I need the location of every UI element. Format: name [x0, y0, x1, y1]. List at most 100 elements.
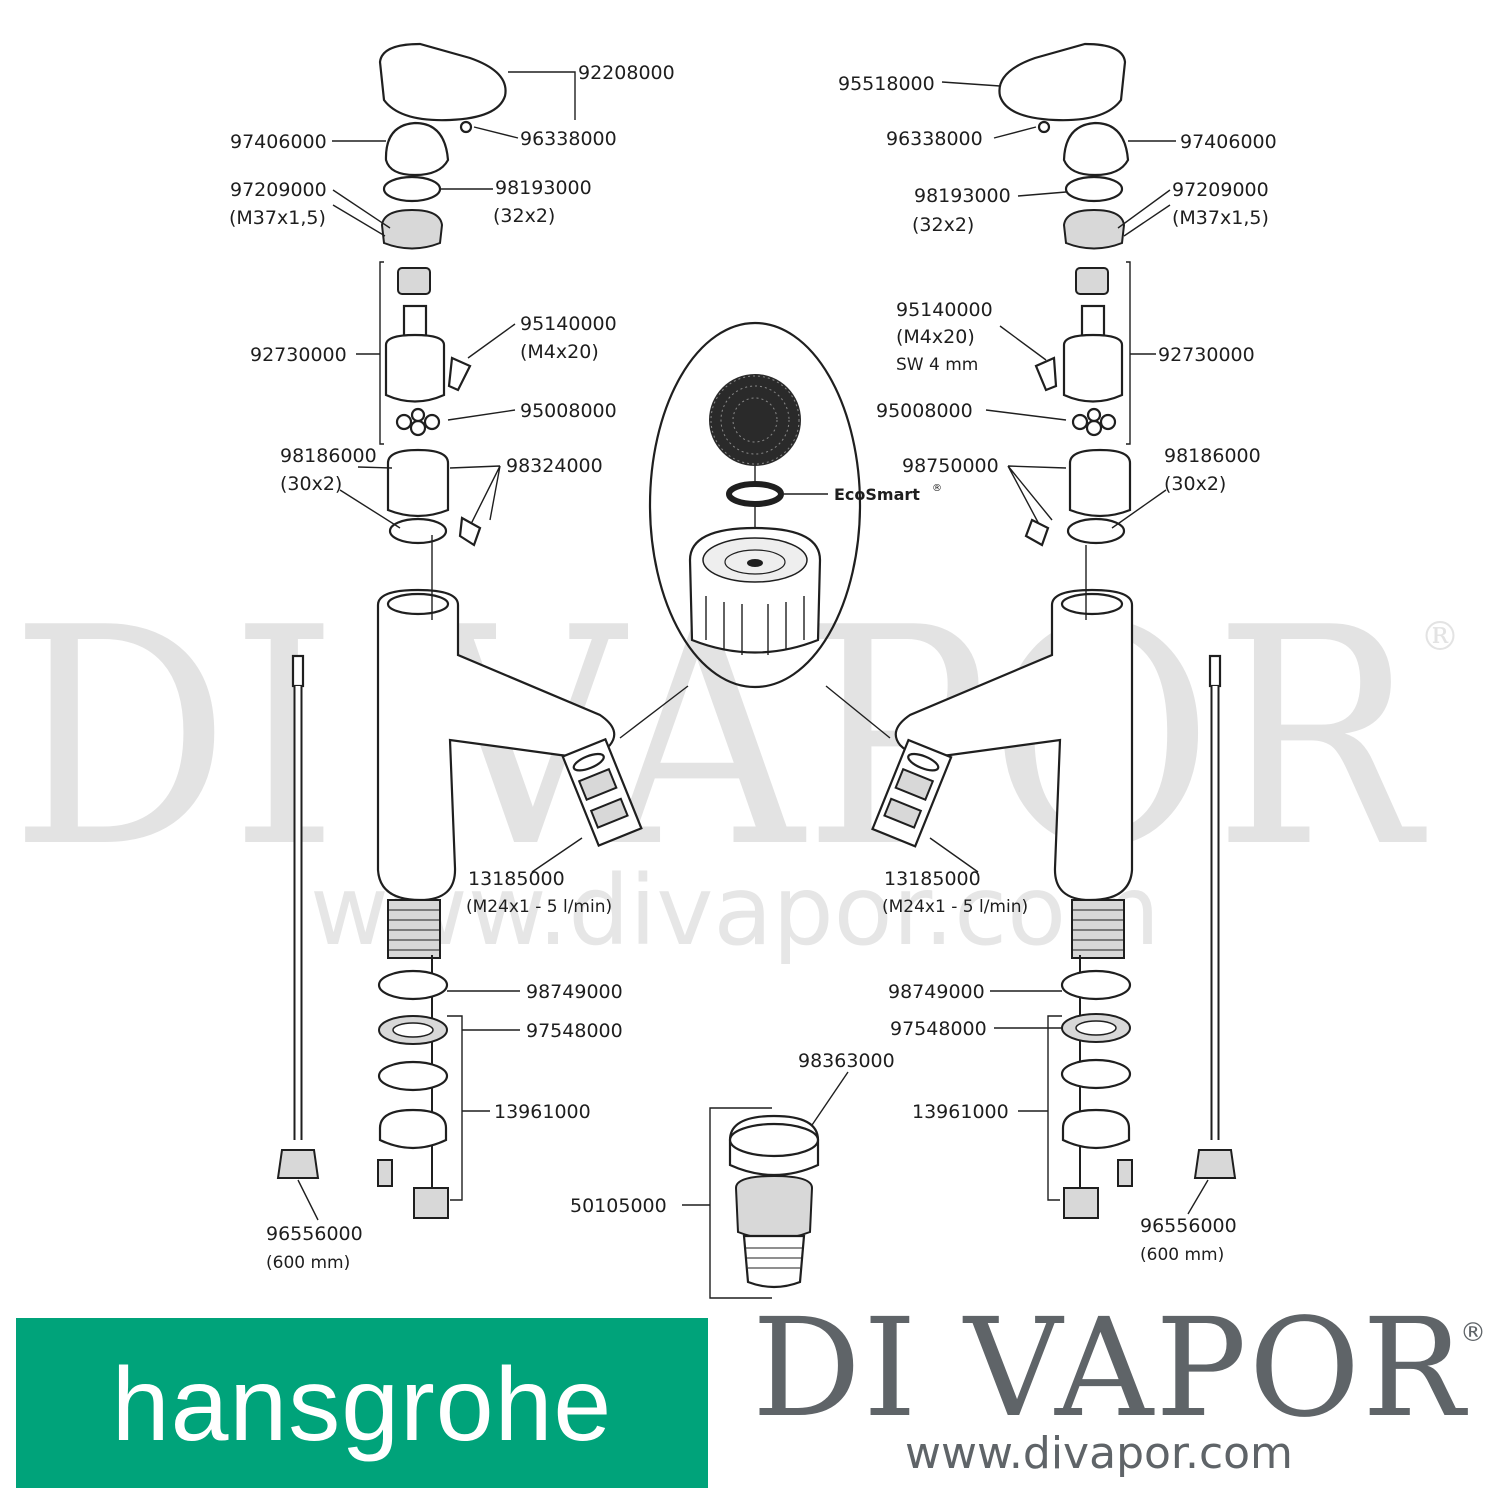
ecosmart-label: EcoSmart [834, 485, 920, 504]
left-fixing-nut [413, 1187, 449, 1219]
label-right-handle: 95518000 [838, 73, 935, 95]
right-seals [1071, 407, 1117, 437]
label-right-seals: 95008000 [876, 400, 973, 422]
left-fixing-screw [377, 1159, 393, 1187]
waste-thread [742, 1234, 806, 1289]
detail-ellipse [648, 321, 862, 689]
label-right-washer1: 98749000 [888, 981, 985, 1003]
label-left-washer2: 97548000 [526, 1020, 623, 1042]
label-right-oring-size: (32x2) [912, 214, 974, 236]
right-grub-screw [1037, 120, 1051, 134]
right-fixing-screw [1117, 1159, 1133, 1187]
left-labels: 92208000 96338000 97406000 97209000 (M37… [229, 62, 675, 1273]
label-waste: 50105000 [570, 1195, 667, 1217]
label-left-nut-size: (M37x1,5) [229, 207, 326, 229]
left-seals [395, 407, 441, 437]
left-handle [378, 42, 507, 122]
right-labels: 95518000 96338000 97406000 98193000 (32x… [838, 73, 1277, 1265]
label-left-nut: 97209000 [230, 179, 327, 201]
left-assembly [276, 42, 689, 1221]
label-left-oring-size: (32x2) [493, 205, 555, 227]
left-valve-block [386, 448, 450, 518]
left-cover-cap [384, 121, 450, 177]
right-oring-32x2 [1064, 175, 1124, 203]
left-oring-32x2 [382, 175, 442, 203]
right-spline-adapter [1075, 267, 1109, 295]
left-washer-98749000 [377, 969, 449, 1001]
label-right-oring: 98193000 [914, 185, 1011, 207]
label-left-fixing: 13961000 [494, 1101, 591, 1123]
label-right-oring2: 98186000 [1164, 445, 1261, 467]
label-right-screw: 95140000 [896, 299, 993, 321]
left-oring-30x2 [388, 517, 448, 545]
label-left-oring: 98193000 [495, 177, 592, 199]
label-right-aerator: 13185000 [884, 868, 981, 890]
label-left-grub: 96338000 [520, 128, 617, 150]
label-left-hose-size: (600 mm) [266, 1253, 350, 1273]
right-screw [1034, 356, 1058, 392]
right-threaded-shank [1071, 899, 1125, 959]
ecosmart-mark: ® [932, 483, 942, 494]
pop-up-waste: 98363000 50105000 [570, 1050, 895, 1299]
label-left-washer1: 98749000 [526, 981, 623, 1003]
left-cartridge-spindle [402, 304, 428, 340]
right-assembly [825, 42, 1237, 1219]
label-right-washer2: 97548000 [890, 1018, 987, 1040]
left-clip [458, 516, 482, 547]
right-cartridge-spindle [1080, 304, 1106, 340]
divapor-logo: DI VAPOR [752, 1290, 1467, 1448]
label-right-nut: 97209000 [1172, 179, 1269, 201]
ecosmart-flow-limiter [726, 481, 784, 507]
left-spline-adapter [397, 267, 431, 295]
label-left-oring2-size: (30x2) [280, 473, 342, 495]
right-supply-hose [1193, 654, 1237, 1179]
left-aerator [561, 737, 643, 847]
right-clip [1024, 518, 1050, 547]
label-right-nut-size: (M37x1,5) [1172, 207, 1269, 229]
left-fixing-plate [378, 1108, 448, 1150]
label-left-oring2: 98186000 [280, 445, 377, 467]
right-nut [1062, 208, 1126, 250]
label-left-cap: 97406000 [230, 131, 327, 153]
right-handle [998, 42, 1127, 122]
watermark-registered: ® [1420, 614, 1460, 660]
waste-body [734, 1174, 814, 1240]
label-left-screw: 95140000 [520, 313, 617, 335]
label-right-screw-tool: SW 4 mm [896, 355, 978, 375]
right-valve-block [1068, 448, 1132, 518]
right-oring-30x2 [1066, 517, 1126, 545]
hansgrohe-logo: hansgrohe [16, 1318, 708, 1488]
right-fixing-nut [1063, 1187, 1099, 1219]
label-right-screw-size: (M4x20) [896, 326, 975, 348]
label-right-hose: 96556000 [1140, 1215, 1237, 1237]
left-washer-3 [377, 1060, 449, 1092]
label-left-seals: 95008000 [520, 400, 617, 422]
label-right-valve: 98750000 [902, 455, 999, 477]
right-washer-98749000 [1060, 969, 1132, 1001]
hansgrohe-logo-text: hansgrohe [111, 1347, 613, 1463]
divapor-registered-mark: ® [1460, 1318, 1486, 1348]
label-left-cartridge: 92730000 [250, 344, 347, 366]
label-left-screw-size: (M4x20) [520, 341, 599, 363]
left-nut [380, 208, 444, 250]
label-left-valve: 98324000 [506, 455, 603, 477]
right-cartridge [1062, 333, 1124, 403]
label-right-cap: 97406000 [1180, 131, 1277, 153]
label-right-fixing: 13961000 [912, 1101, 1009, 1123]
divapor-url: www.divapor.com [905, 1428, 1293, 1479]
left-threaded-shank [387, 899, 441, 959]
right-cover-cap [1062, 121, 1130, 177]
label-right-hose-size: (600 mm) [1140, 1245, 1224, 1265]
right-fixing-plate [1061, 1108, 1131, 1150]
left-grub-screw [459, 120, 473, 134]
left-cartridge [384, 333, 446, 403]
aerator-detail-callout: EcoSmart ® [648, 321, 942, 689]
label-waste-cap: 98363000 [798, 1050, 895, 1072]
aerator-mesh [709, 374, 801, 466]
label-left-aerator: 13185000 [468, 868, 565, 890]
label-left-hose: 96556000 [266, 1223, 363, 1245]
label-right-aerator-size: (M24x1 - 5 l/min) [882, 897, 1028, 917]
left-screw [447, 356, 472, 392]
